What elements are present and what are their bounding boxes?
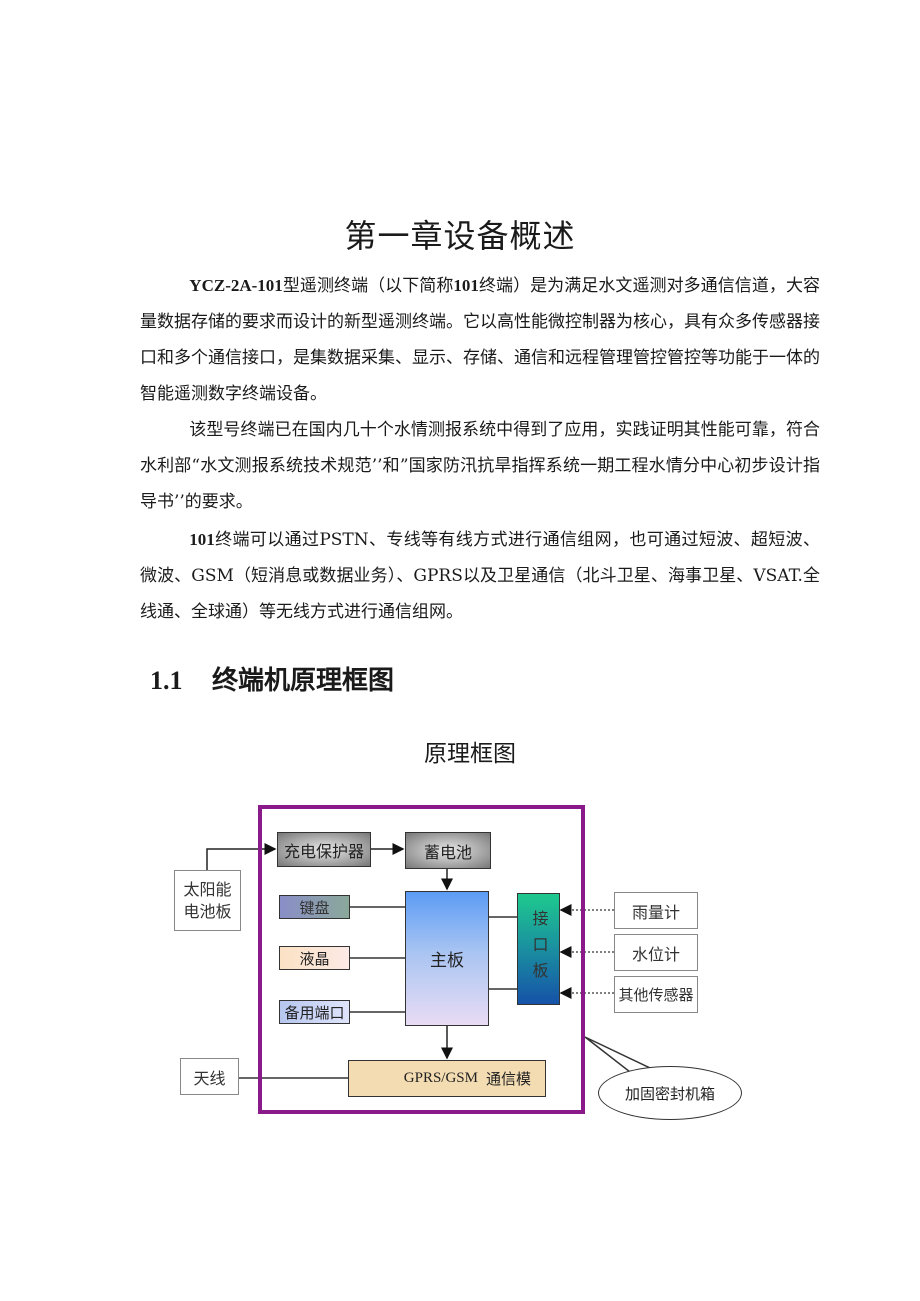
section-heading: 1.1 终端机原理框图 — [150, 660, 394, 697]
model-name: YCZ-2A-101 — [189, 276, 283, 295]
chapter-title: 第一章设备概述 — [344, 217, 576, 256]
gprs-gsm-module-block: GPRS/GSM 通信模 — [348, 1060, 546, 1097]
solar-panel-block: 太阳能 电池板 — [174, 870, 241, 931]
main-board-block: 主板 — [405, 891, 489, 1026]
battery-block: 蓄电池 — [405, 832, 491, 869]
charge-protector-block: 充电保护器 — [277, 832, 371, 867]
keyboard-block: 键盘 — [279, 895, 350, 919]
paragraph-application: 该型号终端已在国内几十个水情测报系统中得到了应用，实践证明其性能可靠，符合水利部… — [140, 420, 820, 512]
section-number: 1.1 — [150, 666, 183, 695]
antenna-block: 天线 — [180, 1058, 239, 1095]
section-title: 终端机原理框图 — [212, 666, 395, 696]
paragraph-networking: 101终端可以通过PSTN、专线等有线方式进行通信组网，也可通过短波、超短波、微… — [140, 530, 820, 622]
spare-port-block: 备用端口 — [279, 1000, 350, 1024]
interface-board-block: 接口板 — [517, 893, 560, 1005]
enclosure-frame — [258, 805, 585, 1114]
other-sensors-block: 其他传感器 — [614, 976, 698, 1013]
lcd-block: 液晶 — [279, 946, 350, 970]
diagram-title: 原理框图 — [424, 741, 516, 767]
paragraph-intro: YCZ-2A-101型遥测终端（以下简称101终端）是为满足水文遥测对多通信信道… — [140, 276, 821, 404]
rain-gauge-block: 雨量计 — [614, 892, 698, 929]
water-level-gauge-block: 水位计 — [614, 934, 698, 971]
enclosure-callout: 加固密封机箱 — [598, 1066, 742, 1120]
